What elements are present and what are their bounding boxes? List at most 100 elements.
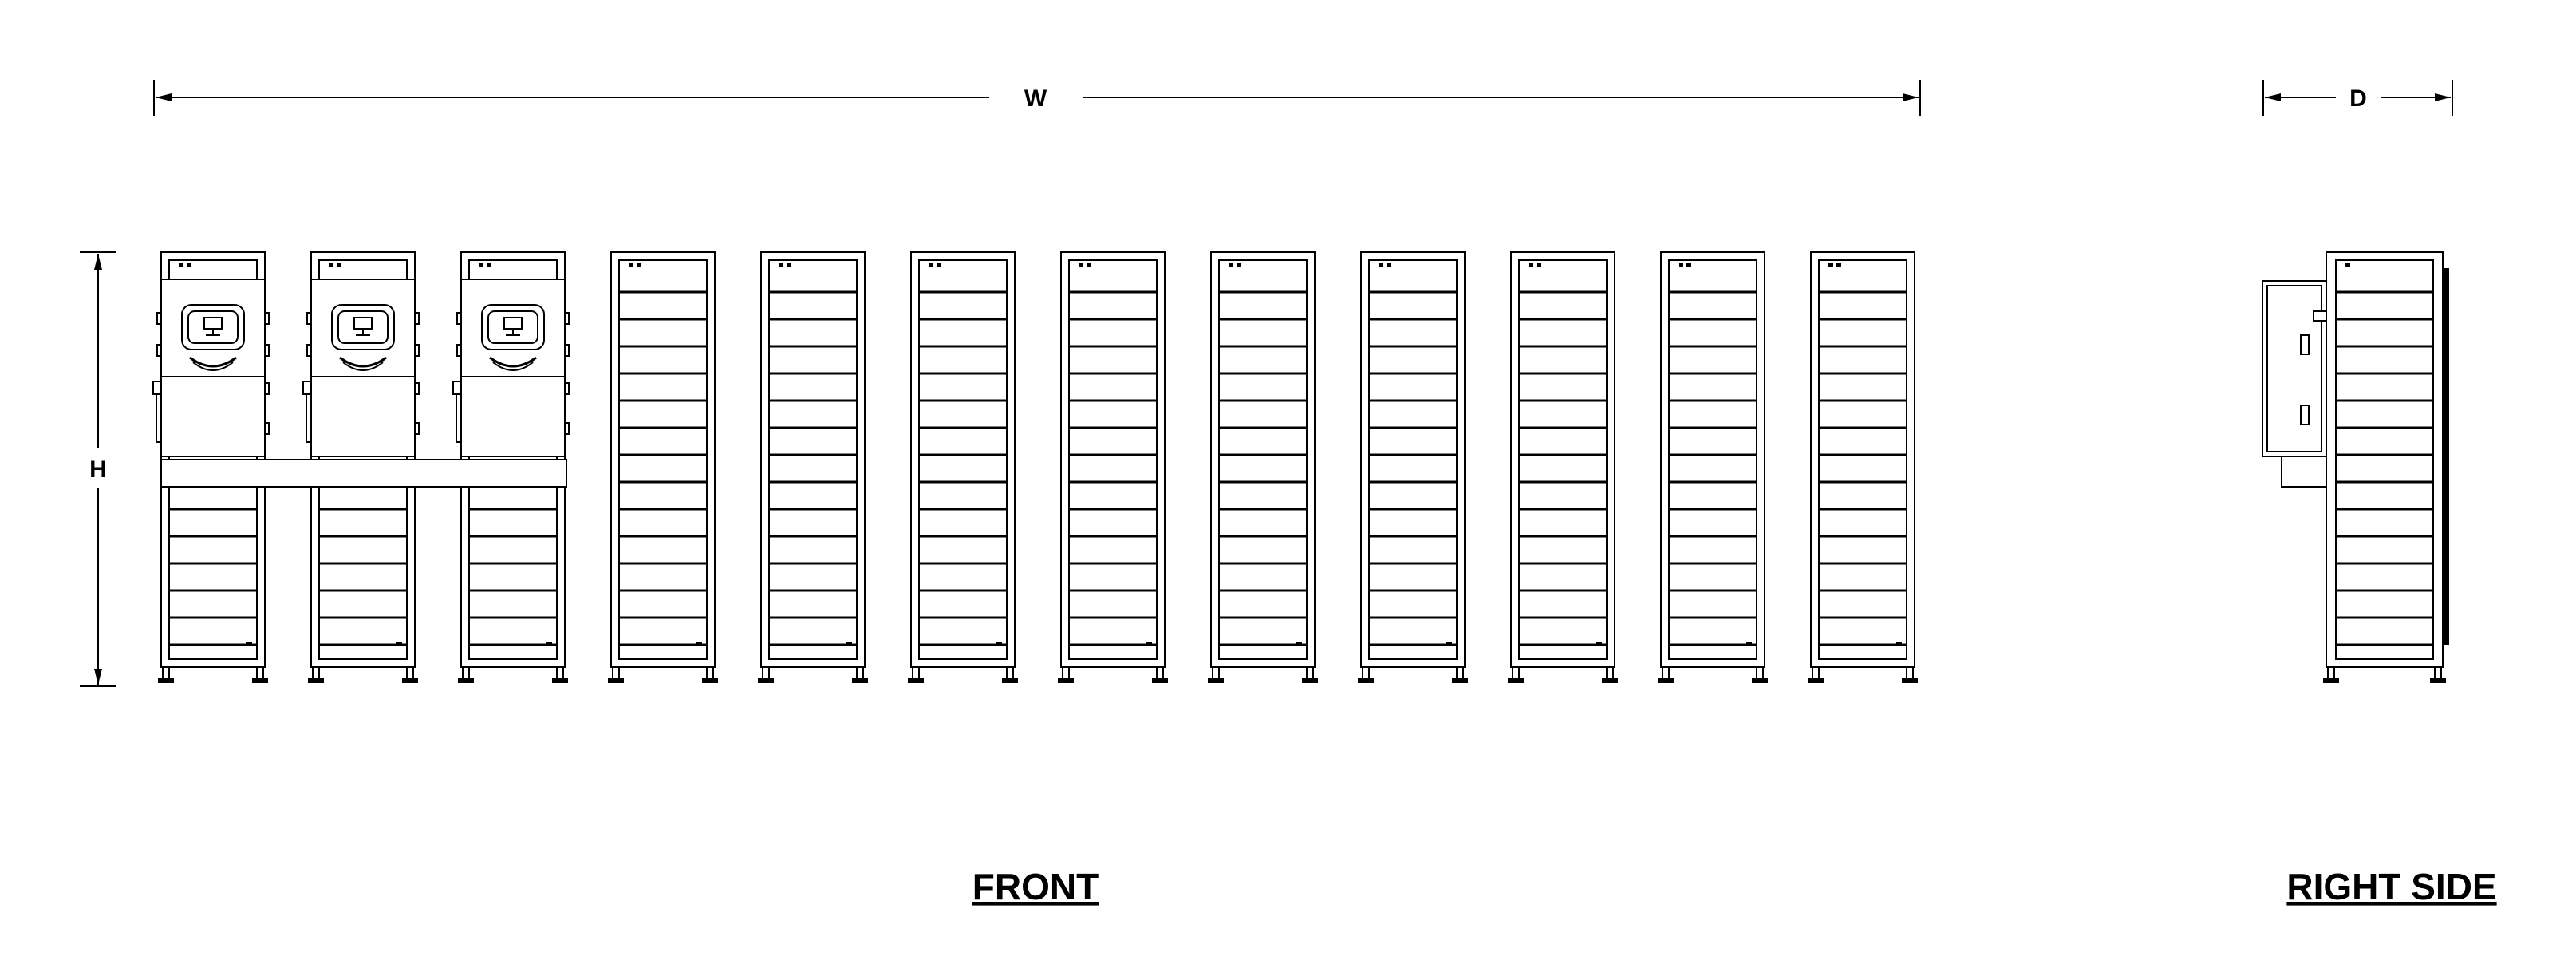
foot-pad — [1752, 678, 1768, 683]
rear-cable-strip — [2443, 268, 2449, 645]
foot-pad — [1602, 678, 1618, 683]
latch — [696, 642, 702, 646]
chevron-down-icon — [342, 362, 384, 371]
hinge — [264, 422, 270, 435]
indicator-dot — [1237, 263, 1241, 267]
foot-pad — [702, 678, 718, 683]
foot-pad — [1452, 678, 1468, 683]
foot-post — [1212, 666, 1220, 679]
foot-pad — [2323, 678, 2339, 683]
indicator-dot — [1529, 263, 1533, 267]
foot-post — [1512, 666, 1520, 679]
foot-pad — [158, 678, 174, 683]
foot-pad — [252, 678, 268, 683]
hinge — [414, 344, 420, 357]
foot-post — [312, 666, 320, 679]
battery-cabinet — [908, 251, 1018, 683]
hinge — [564, 344, 570, 357]
side-controller-inner — [2266, 285, 2322, 452]
latch — [1596, 642, 1602, 646]
indicator-dot — [787, 263, 791, 267]
hinge — [264, 344, 270, 357]
right-side-view-label: RIGHT SIDE — [2286, 866, 2496, 907]
foot-post — [2434, 666, 2442, 679]
indicator-dot — [929, 263, 933, 267]
controller-unit — [452, 279, 570, 457]
cabinet-inner — [768, 259, 858, 660]
battery-cabinet — [758, 251, 868, 683]
indicator-dot — [1079, 263, 1083, 267]
indicator-dot — [487, 263, 491, 267]
cabinet-inner — [918, 259, 1008, 660]
chevron-down-icon — [492, 362, 534, 371]
hinge — [456, 344, 462, 357]
battery-cabinet — [608, 251, 718, 683]
foot-post — [762, 666, 770, 679]
latch — [1446, 642, 1452, 646]
foot-pad — [852, 678, 868, 683]
indicator-dot — [1229, 263, 1233, 267]
side-controller-tab — [2313, 310, 2327, 322]
foot-post — [1006, 666, 1014, 679]
foot-post — [612, 666, 620, 679]
indicator-dot — [1387, 263, 1391, 267]
cabinet-inner — [1818, 259, 1907, 660]
hinge — [564, 312, 570, 325]
handle-bar — [306, 393, 312, 443]
foot-post — [1756, 666, 1764, 679]
latch — [1746, 642, 1752, 646]
depth-label: D — [2349, 85, 2367, 112]
foot-pad — [2430, 678, 2446, 683]
controller-unit — [152, 279, 270, 457]
cabinet-inner — [1518, 259, 1608, 660]
foot-pad — [1152, 678, 1168, 683]
cabinet-inner — [618, 259, 708, 660]
indicator-dot — [329, 263, 333, 267]
latch — [546, 642, 552, 646]
foot-post — [406, 666, 414, 679]
controller-unit — [302, 279, 420, 457]
cabinet-inner — [1218, 259, 1308, 660]
chevron-down-icon — [339, 356, 387, 368]
foot-post — [1812, 666, 1820, 679]
handle — [152, 381, 162, 395]
chevron-down-icon — [189, 356, 237, 368]
foot-post — [2327, 666, 2335, 679]
indicator-dot — [1679, 263, 1683, 267]
battery-cabinet — [1208, 251, 1318, 683]
hinge — [156, 344, 162, 357]
foot-pad — [1902, 678, 1918, 683]
indicator-dot — [1379, 263, 1383, 267]
indicator-dot — [2345, 263, 2350, 267]
handle — [452, 381, 462, 395]
indicator-dot — [1828, 263, 1833, 267]
hinge — [564, 382, 570, 395]
foot-post — [1456, 666, 1464, 679]
foot-post — [556, 666, 564, 679]
side-latch — [2300, 405, 2310, 425]
indicator-dot — [1836, 263, 1841, 267]
foot-post — [462, 666, 470, 679]
display-icon — [353, 317, 373, 330]
foot-pad — [1808, 678, 1824, 683]
foot-pad — [758, 678, 774, 683]
width-dimension: W — [153, 80, 1921, 116]
latch — [1146, 642, 1152, 646]
handle-bar — [456, 393, 462, 443]
latch — [396, 642, 402, 646]
foot-pad — [908, 678, 924, 683]
indicator-dot — [629, 263, 633, 267]
hinge — [414, 312, 420, 325]
foot-post — [1062, 666, 1070, 679]
latch — [246, 642, 252, 646]
cabinet-inner — [1068, 259, 1158, 660]
foot-pad — [1002, 678, 1018, 683]
latch — [1296, 642, 1302, 646]
foot-post — [1362, 666, 1370, 679]
hinge — [564, 422, 570, 435]
battery-cabinet — [1808, 251, 1918, 683]
hinge — [156, 312, 162, 325]
foot-pad — [552, 678, 568, 683]
front-view-controllers — [152, 279, 570, 457]
chevron-down-icon — [489, 356, 537, 368]
